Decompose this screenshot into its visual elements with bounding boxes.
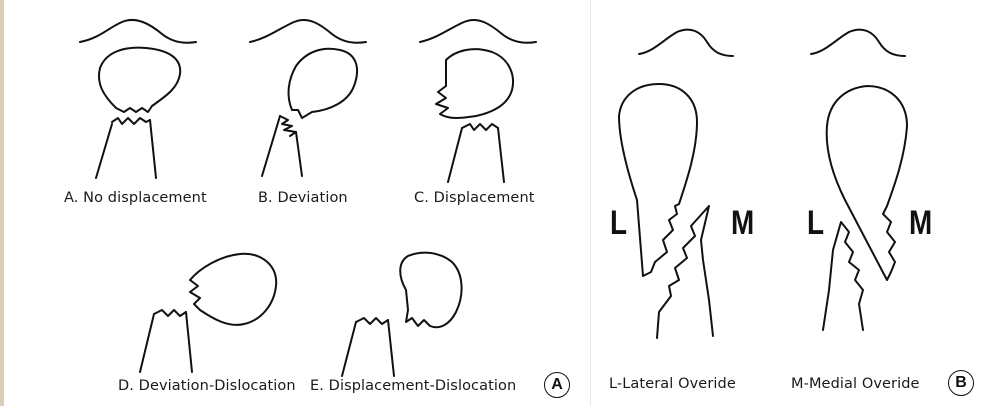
figure-c-fracture-top xyxy=(462,124,498,130)
lateral-condylar-head xyxy=(619,84,697,276)
figure-e-condylar-head xyxy=(400,253,461,328)
lateral-fig-label-m: M xyxy=(731,206,754,240)
figure-a-no-displacement xyxy=(80,20,196,178)
figure-d-condylar-head xyxy=(190,254,276,325)
figure-c-displacement xyxy=(420,20,536,182)
lateral-fig-label-l: L xyxy=(610,206,627,240)
panel-divider-line xyxy=(590,0,591,406)
figure-e-displacement-dislocation xyxy=(342,253,462,376)
caption-lateral-overide: L-Lateral Overide xyxy=(609,376,736,392)
caption-medial-overide: M-Medial Overide xyxy=(791,376,920,392)
figure-b-deviation xyxy=(250,20,366,176)
figure-a-condylar-head xyxy=(99,48,180,112)
caption-a: A. No displacement xyxy=(64,190,207,206)
panel-a-fracture-types: A. No displacement B. Deviation C. Displ… xyxy=(0,0,582,406)
medial-fig-label-m: M xyxy=(909,206,932,240)
panel-a-badge: A xyxy=(544,372,570,398)
figure-d-fracture-top xyxy=(154,310,186,316)
figure-d-ramus xyxy=(140,312,192,372)
caption-b: B. Deviation xyxy=(258,190,348,206)
figure-medial-overide xyxy=(811,30,907,330)
figure-e-ramus xyxy=(342,320,394,376)
figure-b-fracture-line xyxy=(280,116,296,136)
panel-b-drawings xyxy=(597,0,982,406)
medial-skin-contour xyxy=(811,30,905,56)
caption-e: E. Displacement-Dislocation xyxy=(310,378,516,394)
figure-a-ramus xyxy=(96,120,156,178)
figure-a-skin-contour xyxy=(80,20,196,43)
lateral-skin-contour xyxy=(639,30,733,56)
figure-c-condylar-head xyxy=(436,49,513,118)
figure-d-deviation-dislocation xyxy=(140,254,276,372)
medial-fig-label-l: L xyxy=(807,206,824,240)
figure-c-skin-contour xyxy=(420,20,536,43)
lateral-ramus xyxy=(657,206,713,338)
medial-ramus xyxy=(823,222,863,330)
figure-b-skin-contour xyxy=(250,20,366,43)
figure-a-fracture-top xyxy=(112,118,150,124)
caption-d: D. Deviation-Dislocation xyxy=(118,378,296,394)
panel-b-override-types: L M L M L-Lateral Overide M-Medial Overi… xyxy=(597,0,982,406)
figure-c-ramus xyxy=(448,128,504,182)
caption-c: C. Displacement xyxy=(414,190,535,206)
panel-b-badge: B xyxy=(948,370,974,396)
medial-condylar-head xyxy=(827,86,907,280)
figure-b-condylar-head xyxy=(289,49,358,118)
figure-lateral-overide xyxy=(619,30,733,338)
figure-e-fracture-top xyxy=(356,318,388,324)
